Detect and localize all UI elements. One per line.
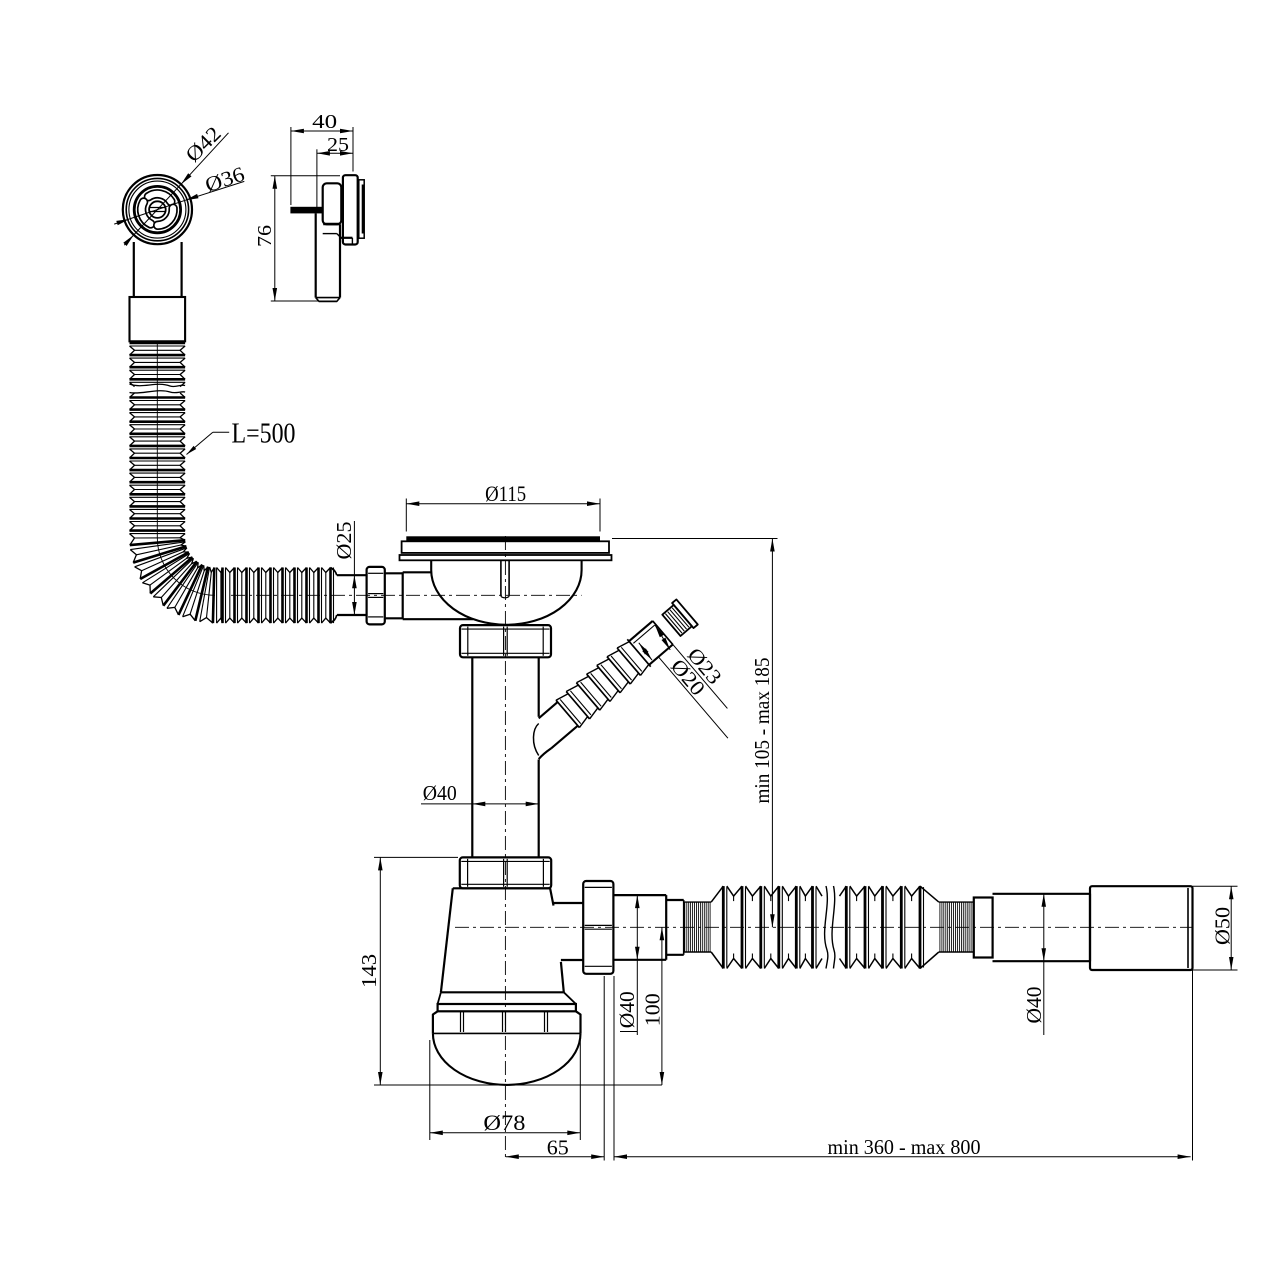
svg-text:76: 76 [254, 225, 276, 247]
svg-text:Ø40: Ø40 [1022, 987, 1046, 1024]
svg-text:Ø25: Ø25 [332, 522, 356, 560]
svg-text:40: 40 [312, 111, 337, 133]
svg-text:min 360 - max 800: min 360 - max 800 [828, 1135, 981, 1159]
svg-text:Ø40: Ø40 [423, 781, 457, 805]
svg-text:100: 100 [640, 993, 664, 1026]
svg-text:Ø78: Ø78 [483, 1110, 525, 1135]
svg-text:25: 25 [327, 134, 349, 156]
svg-text:Ø40: Ø40 [615, 991, 639, 1028]
svg-text:L=500: L=500 [232, 419, 296, 450]
svg-text:143: 143 [357, 954, 381, 988]
svg-text:Ø50: Ø50 [1211, 907, 1235, 945]
svg-text:Ø115: Ø115 [485, 481, 526, 506]
svg-text:65: 65 [547, 1136, 569, 1160]
svg-text:min 105 - max 185: min 105 - max 185 [750, 658, 774, 804]
